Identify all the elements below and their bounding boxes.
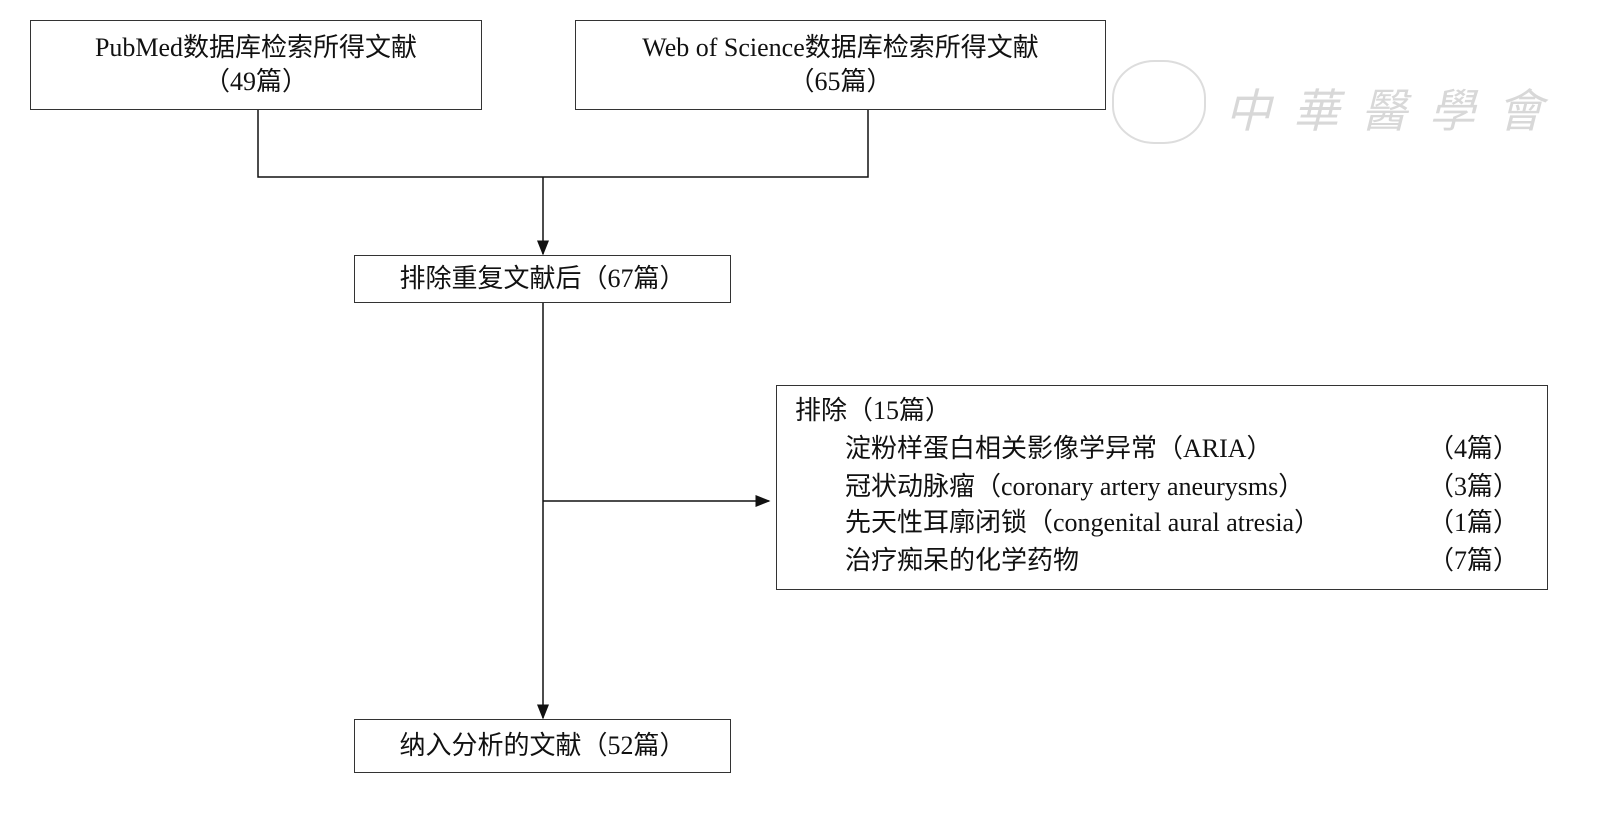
- exclusion-count: （3篇）: [1427, 472, 1519, 501]
- pubmed-count: （49篇）: [203, 67, 308, 96]
- exclusion-count: （1篇）: [1427, 508, 1519, 537]
- exclusion-count: （7篇）: [1427, 546, 1519, 575]
- watermark-text: 中華醫學會: [1225, 84, 1565, 138]
- exclusion-reason: 冠状动脉瘤（coronary artery aneurysms）: [845, 472, 1305, 501]
- included-box: 纳入分析的文献（52篇）: [354, 719, 731, 773]
- wos-title: Web of Science数据库检索所得文献: [642, 33, 1039, 62]
- dedup-box: 排除重复文献后（67篇）: [354, 255, 731, 303]
- exclusion-title: 排除（15篇）: [795, 396, 952, 425]
- exclusion-reason: 先天性耳廓闭锁（congenital aural atresia）: [845, 508, 1321, 537]
- merge-line: [257, 110, 869, 178]
- exclusion-reason: 治疗痴呆的化学药物: [845, 546, 1080, 575]
- exclusion-count: （4篇）: [1427, 434, 1519, 463]
- wos-count: （65篇）: [788, 67, 893, 96]
- exclusion-item: 淀粉样蛋白相关影像学异常（ARIA） （4篇）: [845, 432, 1519, 466]
- dedup-label: 排除重复文献后（67篇）: [399, 264, 686, 293]
- pubmed-box: PubMed数据库检索所得文献 （49篇）: [30, 20, 482, 110]
- exclusion-reason: 淀粉样蛋白相关影像学异常（ARIA）: [845, 434, 1273, 463]
- pubmed-title: PubMed数据库检索所得文献: [94, 33, 418, 62]
- exclusion-item: 治疗痴呆的化学药物 （7篇）: [845, 544, 1519, 578]
- included-label: 纳入分析的文献（52篇）: [399, 731, 686, 760]
- exclusion-item: 冠状动脉瘤（coronary artery aneurysms） （3篇）: [845, 470, 1519, 504]
- exclusion-box: 排除（15篇） 淀粉样蛋白相关影像学异常（ARIA） （4篇） 冠状动脉瘤（cor…: [776, 385, 1548, 590]
- wos-box: Web of Science数据库检索所得文献 （65篇）: [575, 20, 1106, 110]
- emblem-watermark-icon: [1112, 60, 1206, 144]
- exclusion-item: 先天性耳廓闭锁（congenital aural atresia） （1篇）: [845, 506, 1519, 540]
